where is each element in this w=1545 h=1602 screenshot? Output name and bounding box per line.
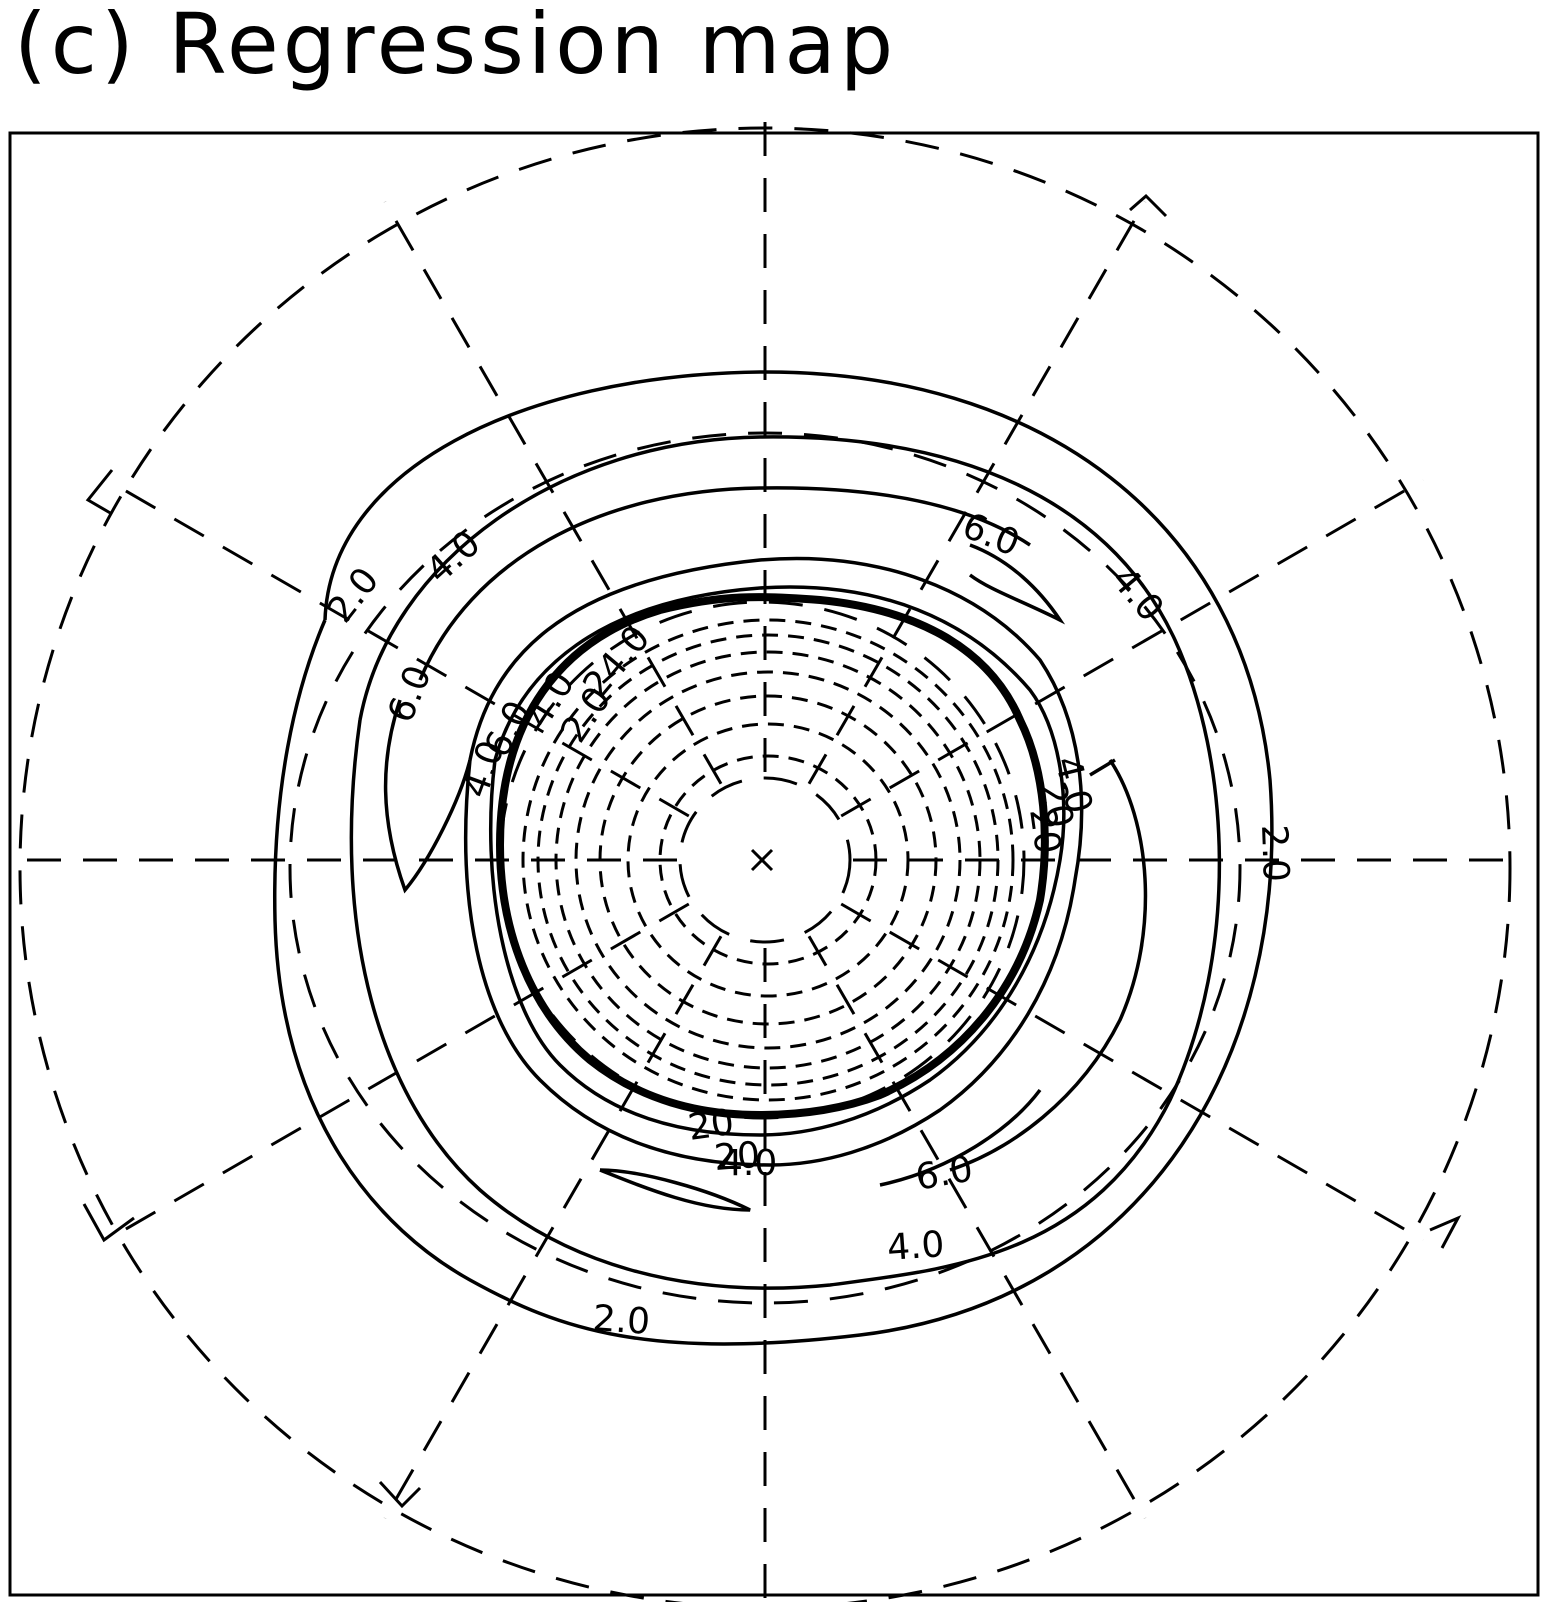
- contour-6-left-lobe: [383, 699, 472, 894]
- contour-label: 20: [1031, 778, 1081, 831]
- meridian-line: [807, 935, 1147, 1519]
- bracket-top-right: [1129, 193, 1168, 218]
- contour-6-right: [949, 759, 1148, 1172]
- bracket-top-left: [85, 469, 114, 516]
- contour-label: 4.0: [1103, 559, 1171, 629]
- meridian-line: [840, 902, 1424, 1242]
- meridian-line: [840, 478, 1424, 818]
- map-title: (c) Regression map: [14, 0, 898, 93]
- negative-contours: [521, 618, 1015, 1102]
- meridian-line: [807, 201, 1147, 785]
- contour-label: 6.0: [912, 1149, 976, 1199]
- contour-6-bottom-lobe: [599, 1168, 751, 1212]
- positive-contours: [272, 370, 1274, 1346]
- contour-label: 4.0: [720, 1143, 777, 1184]
- contour-label: 4.0: [886, 1224, 946, 1269]
- zero-contour: [496, 593, 1049, 1120]
- contour-label: 2.0: [1253, 824, 1296, 883]
- corner-brackets: [82, 193, 1462, 1509]
- bracket-bottom: [378, 1480, 422, 1509]
- pole-marker: [750, 848, 774, 872]
- latitude-circle-core: [678, 776, 852, 944]
- contour-label: 2.0: [591, 1298, 651, 1343]
- contour-6-bottom: [879, 1088, 1042, 1187]
- contour-6-outer: [418, 486, 1031, 681]
- contour-2-inner: [489, 585, 1066, 1137]
- map-frame: [8, 131, 1540, 1597]
- bracket-bottom-left: [82, 1203, 135, 1243]
- contour-label: 20: [713, 1135, 762, 1179]
- contour-4: [349, 435, 1222, 1290]
- meridians: [5, 100, 1525, 1602]
- bracket-bottom-right: [1429, 1214, 1462, 1249]
- contour-2: [272, 370, 1274, 1346]
- contour-label: 2.0: [320, 560, 388, 630]
- contour-6-right-lobe: [1089, 758, 1116, 777]
- meridian-line: [106, 478, 690, 818]
- contour-label: 20: [1021, 806, 1068, 857]
- contour-4-inner: [464, 556, 1084, 1167]
- contour-6-lobe: [968, 543, 1066, 625]
- meridian-line: [383, 935, 723, 1519]
- contour-labels: 2.0 4.0 6.0 6.0 4.0 2.0 6.0 4.0 2.0 4.0 …: [320, 505, 1296, 1343]
- contour-label: 20: [686, 1102, 737, 1149]
- meridian-line: [383, 201, 723, 785]
- contour-label: 6.0: [380, 660, 439, 728]
